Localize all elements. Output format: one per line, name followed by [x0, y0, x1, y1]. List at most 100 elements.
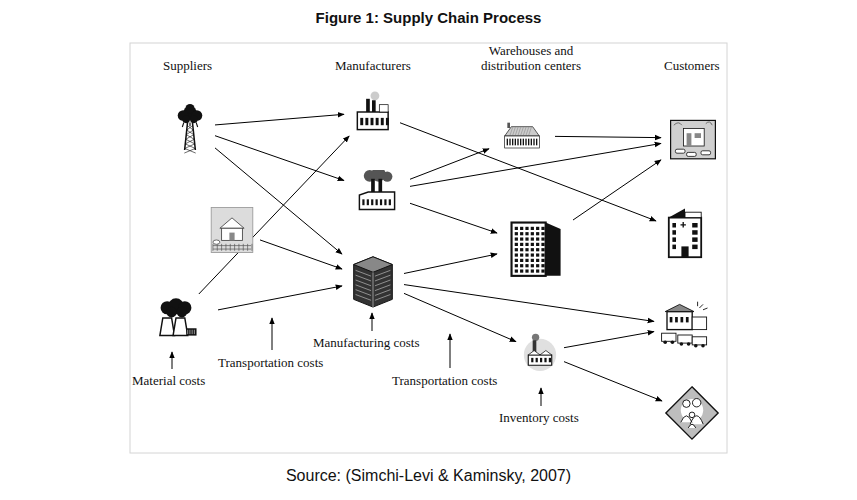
drawing-part — [662, 302, 708, 348]
drawing-part — [681, 246, 688, 257]
column-header: Customers — [664, 58, 720, 73]
drawing-part — [546, 223, 561, 276]
flow-arrow — [410, 203, 497, 233]
drawing-part — [692, 230, 697, 235]
drawing-part — [376, 118, 379, 125]
drawing-part — [669, 209, 701, 258]
drawing-part — [357, 91, 389, 129]
drawing-part — [525, 139, 526, 146]
drawing-part — [701, 151, 711, 155]
drawing-part — [505, 136, 540, 148]
drawing-part — [186, 328, 196, 335]
drawing-part — [536, 237, 539, 240]
drawing-part — [359, 192, 394, 210]
cost-leader — [541, 388, 542, 406]
drawing-part — [194, 330, 195, 334]
drawing-part — [531, 264, 534, 267]
drawing-part — [367, 199, 369, 205]
drawing-part — [211, 207, 253, 252]
drawing-part — [515, 139, 516, 146]
drawing-part — [356, 295, 391, 301]
cost-leader — [450, 334, 451, 368]
drawing-part — [525, 243, 528, 246]
drawing-part — [525, 264, 528, 267]
column-header: Manufacturers — [335, 58, 411, 73]
drawing-part — [211, 207, 253, 252]
icon-drawing — [663, 114, 723, 162]
drawing-part — [359, 170, 394, 210]
flow-arrow — [215, 136, 344, 181]
flow-arrow — [218, 286, 342, 310]
drawing-part — [671, 340, 675, 344]
drawing-part — [520, 264, 523, 267]
drawing-part — [520, 243, 523, 246]
drawing-part — [362, 199, 364, 205]
drawing-part — [212, 244, 213, 251]
drawing-part — [525, 259, 528, 262]
drawing-part — [222, 228, 243, 240]
facility-icon — [346, 90, 398, 134]
drawing-part — [186, 135, 194, 140]
drawing-part — [536, 243, 539, 246]
drawing-part — [531, 139, 532, 146]
drawing-part — [182, 116, 190, 124]
drawing-part — [373, 272, 374, 307]
drawing-part — [221, 244, 222, 251]
icon-drawing — [346, 170, 408, 214]
drawing-part — [184, 148, 195, 153]
drawing-part — [505, 123, 540, 148]
drawing-part — [185, 121, 196, 150]
drawing-part — [666, 387, 718, 439]
facility-icon — [167, 86, 213, 168]
drawing-part — [669, 209, 685, 218]
drawing-part — [541, 237, 544, 240]
drawing-part — [541, 253, 544, 256]
drawing-part — [541, 259, 544, 262]
drawing-part — [536, 232, 539, 235]
drawing-part — [178, 104, 203, 153]
drawing-part — [680, 342, 684, 346]
facility-icon — [499, 214, 571, 278]
drawing-part — [541, 248, 544, 251]
flow-arrow — [555, 136, 661, 137]
drawing-part — [213, 246, 251, 249]
drawing-part — [525, 237, 528, 240]
drawing-part — [520, 139, 521, 146]
drawing-part — [528, 351, 551, 355]
facility-icon — [491, 116, 553, 156]
drawing-part — [665, 304, 694, 311]
facility-icon — [518, 330, 562, 374]
drawing-part — [515, 248, 518, 251]
drawing-part — [230, 244, 231, 251]
drawing-part — [683, 400, 690, 407]
drawing-part — [217, 244, 218, 251]
drawing-part — [531, 269, 534, 272]
drawing-part — [515, 227, 518, 230]
drawing-part — [531, 227, 534, 230]
drawing-part — [185, 104, 194, 113]
drawing-part — [674, 122, 712, 125]
drawing-part — [672, 237, 676, 242]
drawing-part — [692, 245, 697, 250]
drawing-part — [536, 269, 539, 272]
icon-drawing — [344, 250, 402, 310]
drawing-part — [376, 199, 378, 205]
drawing-part — [520, 269, 523, 272]
drawing-part — [520, 227, 523, 230]
drawing-part — [186, 130, 194, 135]
drawing-part — [536, 139, 537, 146]
flow-arrow — [404, 254, 497, 274]
drawing-part — [678, 335, 692, 343]
drawing-part — [541, 269, 544, 272]
drawing-part — [356, 285, 391, 291]
drawing-part — [698, 302, 708, 310]
drawing-part — [672, 230, 676, 235]
drawing-part — [686, 317, 689, 322]
drawing-part — [675, 317, 678, 322]
drawing-part — [695, 133, 701, 138]
drawing-part — [521, 127, 524, 135]
drawing-part — [371, 199, 373, 205]
drawing-part — [515, 269, 518, 272]
drawing-part — [160, 318, 175, 336]
drawing-part — [692, 337, 706, 345]
